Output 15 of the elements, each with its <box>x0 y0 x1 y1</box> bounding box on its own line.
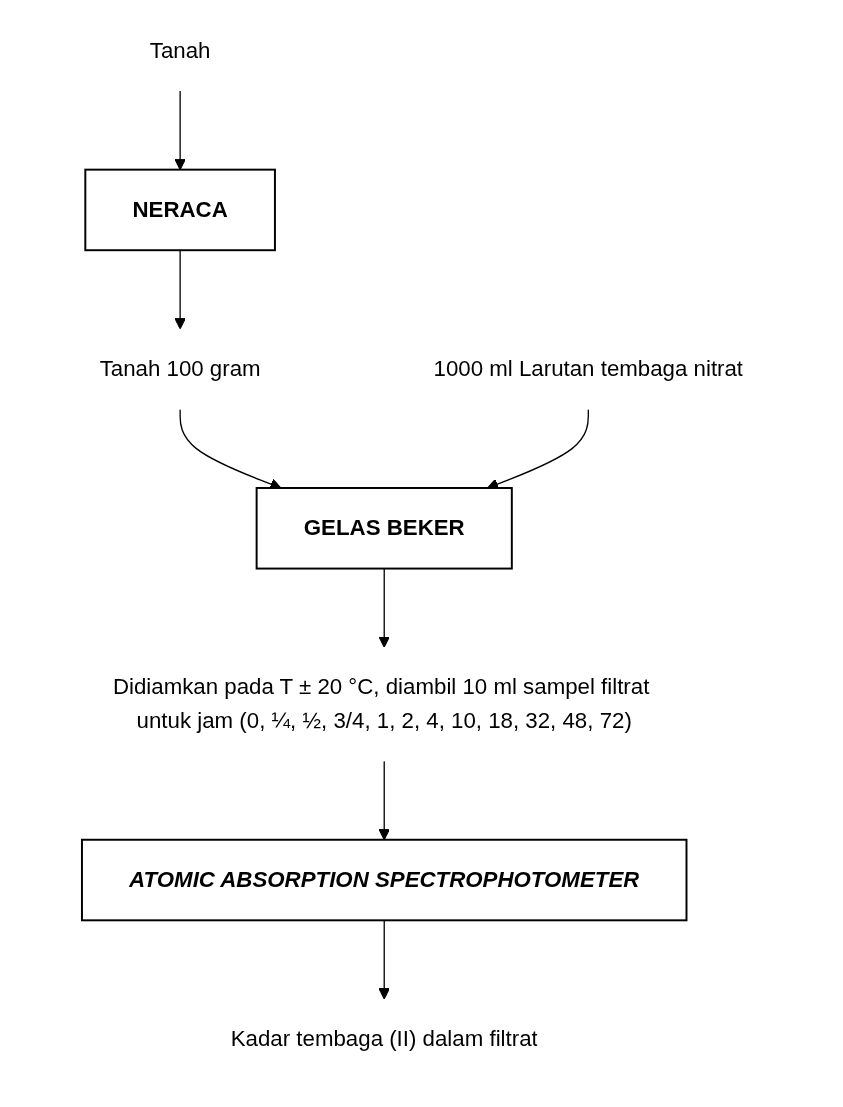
node-box: GELAS BEKER <box>255 487 513 570</box>
arrow <box>378 919 391 1000</box>
arrow <box>378 567 391 648</box>
node-box: NERACA <box>84 168 277 252</box>
arrow <box>179 408 282 490</box>
arrow <box>174 249 187 330</box>
node-text: Didiamkan pada T ± 20 °C, diambil 10 ml sampel filtrat untuk jam (0, ¼, ½, 3/4, 1, 2, 4, 10, 18, 32, 48, 72) <box>113 674 650 733</box>
node-text: Tanah <box>149 37 211 63</box>
arrow <box>487 408 590 490</box>
node-text: 1000 ml Larutan tembaga nitrat <box>433 356 744 382</box>
node-text: Tanah 100 gram <box>99 356 261 382</box>
node-text: Kadar tembaga (II) dalam filtrat <box>230 1026 538 1052</box>
arrow <box>174 90 187 171</box>
arrow <box>378 760 391 841</box>
node-box: ATOMIC ABSORPTION SPECTROPHOTOMETER <box>81 838 688 922</box>
